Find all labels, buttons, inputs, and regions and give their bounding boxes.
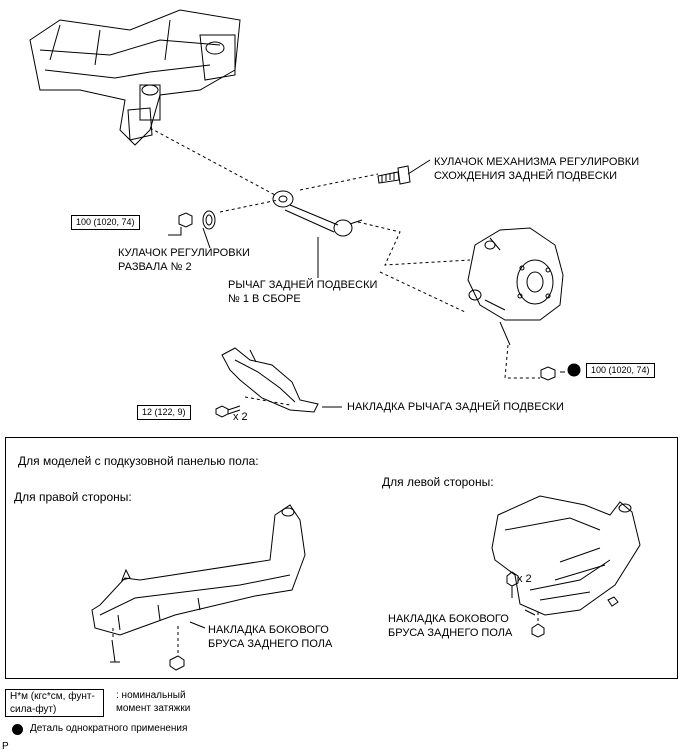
torque-spec-cover-bolt: 12 (122, 9) (137, 405, 191, 420)
legend-unit-description: : номинальный момент затяжки (116, 690, 191, 714)
camber-cam-label: КУЛАЧОК РЕГУЛИРОВКИ РАЗВАЛА № 2 (118, 247, 250, 273)
legend-single-use-text: Деталь однократного применения (30, 723, 188, 734)
bolt-quantity: x 2 (233, 411, 248, 423)
hub-nut (540, 366, 556, 381)
torque-spec-hub-nut: 100 (1020, 74) (586, 363, 655, 378)
arm-assembly-label: РЫЧАГ ЗАДНЕЙ ПОДВЕСКИ № 1 В СБОРЕ (228, 279, 378, 305)
toe-cam-label: КУЛАЧОК МЕХАНИЗМА РЕГУЛИРОВКИ СХОЖДЕНИЯ … (434, 156, 640, 182)
legend-unit-box: Н*м (кгс*см, фунт- сила-фут) (5, 689, 104, 717)
right-side-floor-cover (91, 504, 306, 671)
toe-cam-bolt (377, 165, 411, 185)
left-side-floor-cover (491, 495, 641, 638)
rear-subframe (29, 9, 241, 146)
leader-lines (149, 127, 540, 406)
suspension-arm (272, 190, 363, 237)
left-side-heading: Для левой стороны: (382, 475, 494, 489)
left-cover-label: НАКЛАДКА БОКОВОГО БРУСА ЗАДНЕГО ПОЛА (388, 613, 513, 639)
right-side-heading: Для правой стороны: (14, 490, 132, 504)
rear-hub-knuckle (467, 227, 564, 346)
figure-code: P (2, 741, 9, 752)
label-leaders (317, 159, 565, 408)
single-use-dot (567, 363, 581, 377)
arm-cover-label: НАКЛАДКА РЫЧАГА ЗАДНЕЙ ПОДВЕСКИ (347, 401, 564, 413)
panel-heading: Для моделей с подкузовной панелью пола: (18, 454, 259, 468)
right-cover-label: НАКЛАДКА БОКОВОГО БРУСА ЗАДНЕГО ПОЛА (208, 624, 333, 650)
left-bolt-quantity: x 2 (517, 573, 532, 585)
torque-spec-camber-nut: 100 (1020, 74) (71, 215, 140, 230)
legend-single-use-dot (12, 724, 23, 735)
arm-cover (221, 347, 319, 413)
camber-cam (168, 210, 216, 249)
arm-cover-bolt (215, 405, 241, 418)
floor-panel-frame (5, 437, 678, 679)
